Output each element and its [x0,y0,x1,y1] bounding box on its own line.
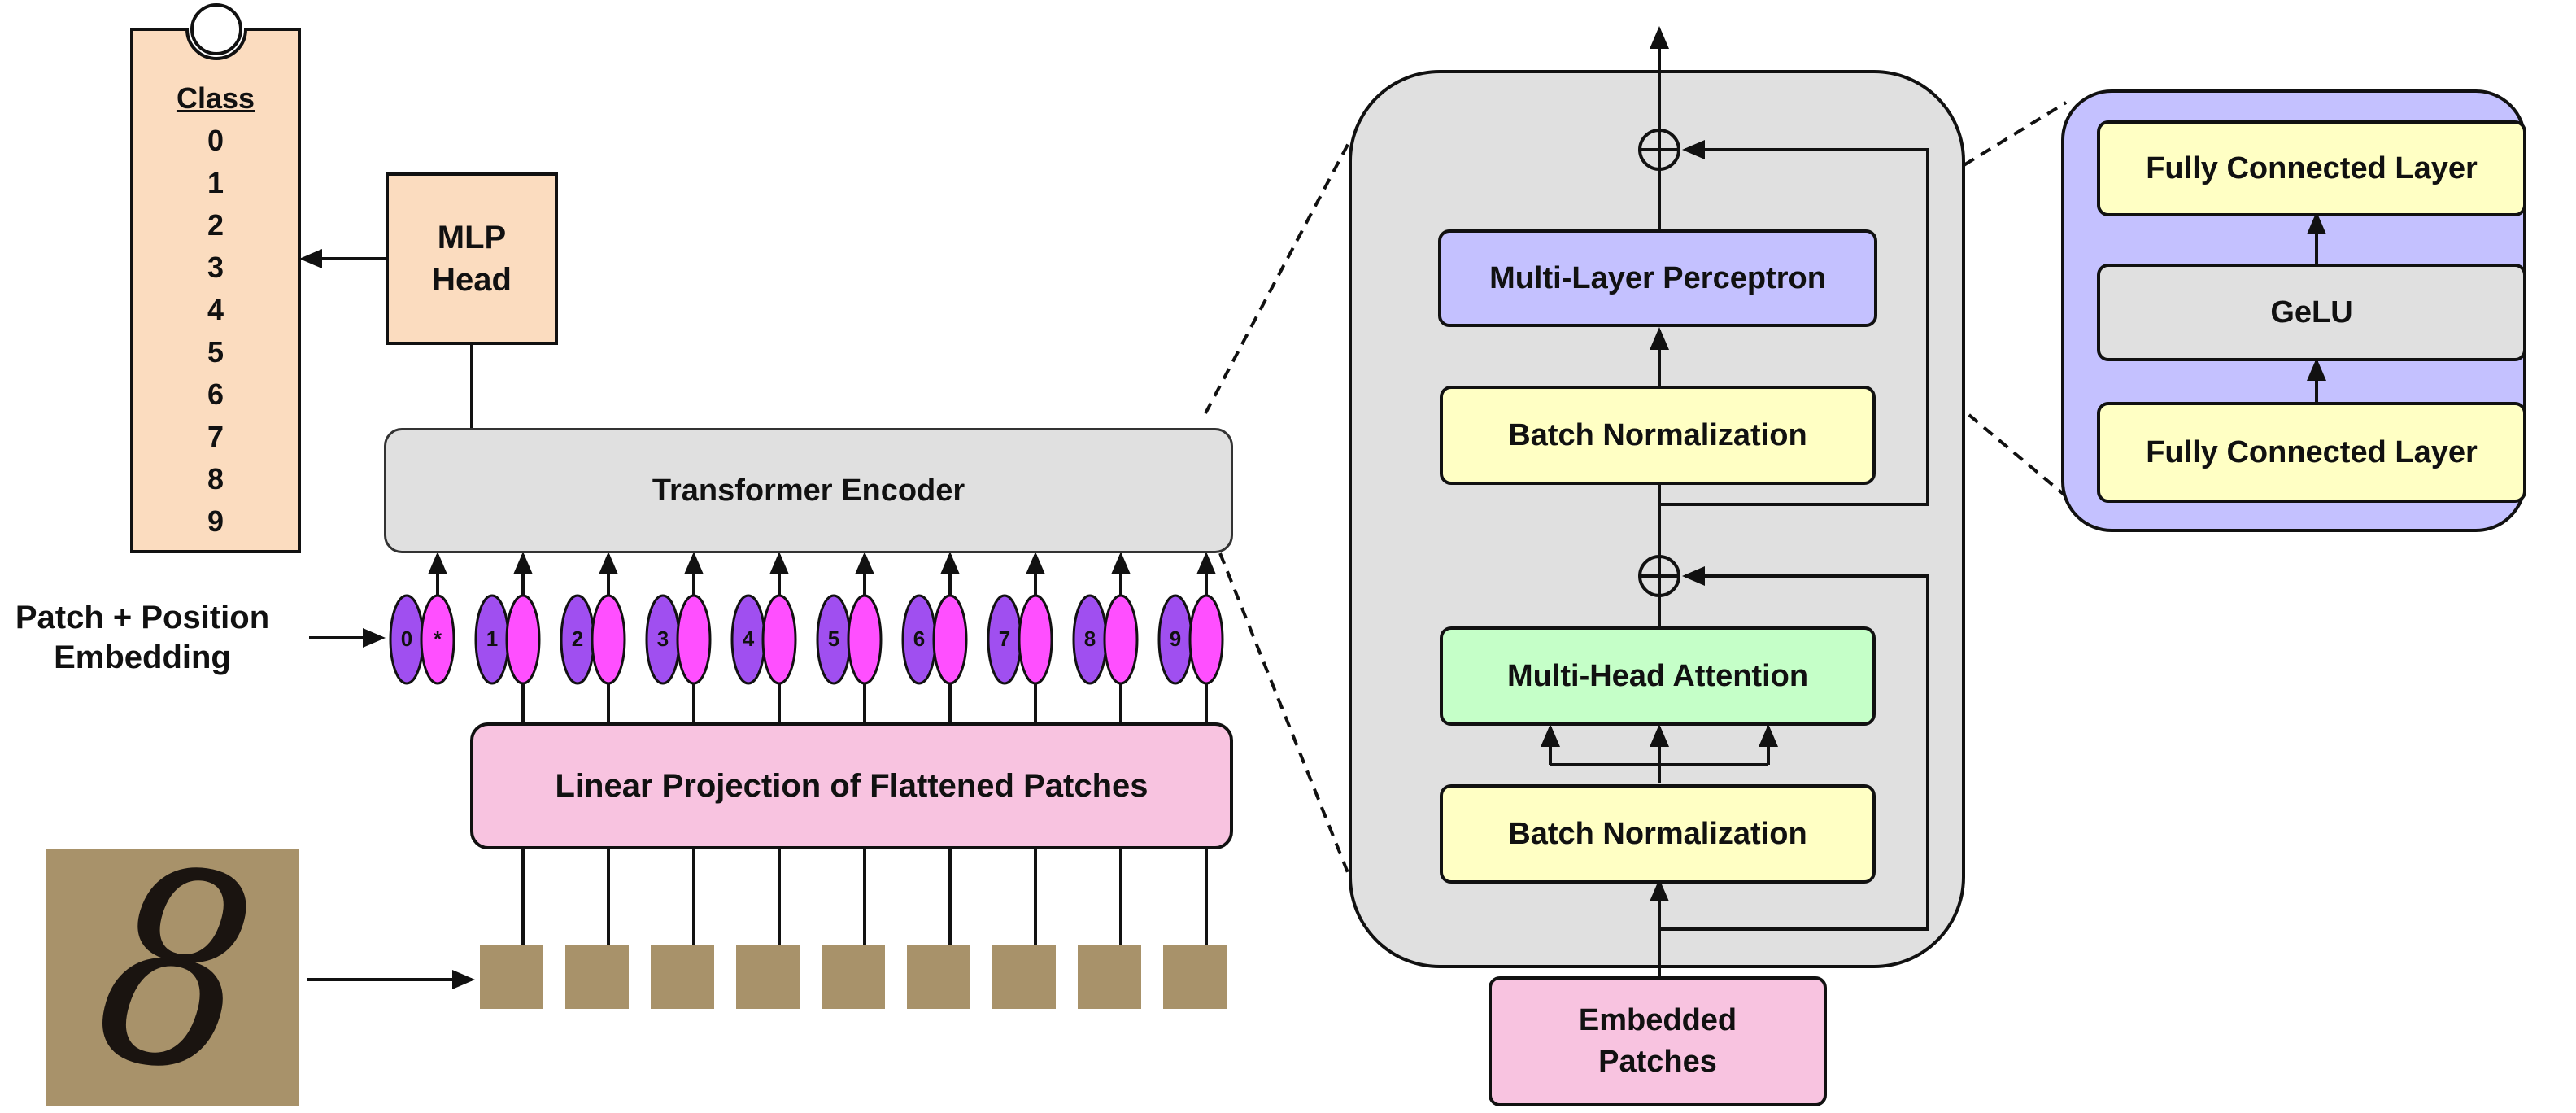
residual-add-bottom [1638,555,1680,597]
token-index: 7 [998,626,1011,652]
batch-norm-top-box: Batch Normalization [1440,386,1876,485]
image-patch [736,945,800,1009]
class-box-hole [190,3,242,55]
class-title: Class [176,81,255,115]
token-pair [1072,552,1139,945]
class-box: Class 0 1 2 3 4 5 6 7 8 9 [132,81,299,545]
token-pair [901,552,968,945]
image-patch [480,945,543,1009]
image-patch [992,945,1056,1009]
token-pair [987,552,1053,945]
class-value: 0 [207,124,224,157]
token-index: 1 [486,626,499,652]
token-pair [645,552,712,945]
class-value: 7 [207,420,224,453]
fc-top-box: Fully Connected Layer [2097,120,2526,216]
token-index: 6 [913,626,926,652]
mlp-head-label: MLP Head [432,220,512,298]
input-image: 8 [46,849,299,1106]
class-value: 6 [207,378,224,411]
image-patch [822,945,885,1009]
token-pair [816,552,883,945]
token-index: 5 [827,626,840,652]
embedded-patches-label: Embedded Patches [1578,1002,1737,1079]
class-value: 5 [207,335,224,369]
token-pair [560,552,626,945]
patch-embedding [932,594,968,685]
token-index: 4 [742,626,755,652]
attention-label: Multi-Head Attention [1506,658,1809,693]
linear-projection-box: Linear Projection of Flattened Patches [470,722,1233,849]
batch-norm-top-label: Batch Normalization [1508,417,1807,452]
fc-bottom-label: Fully Connected Layer [2146,434,2478,469]
image-patch [1078,945,1141,1009]
patch-position-label: Patch + Position Embedding [15,600,270,675]
attention-box: Multi-Head Attention [1440,626,1876,726]
patch-embedding [676,594,712,685]
zoom-line-lower [1218,552,1352,879]
residual-add-top [1638,129,1680,171]
image-patch [651,945,714,1009]
class-value: 2 [207,208,224,242]
token-layer [389,552,1224,945]
token-index: 3 [656,626,669,652]
input-digit: 8 [81,849,270,1106]
patch-embedding [1188,594,1224,685]
mlp-box: Multi-Layer Perceptron [1438,229,1877,327]
token-pair [730,552,797,945]
embedded-patches-box: Embedded Patches [1489,976,1827,1106]
token-index: 0 [400,626,413,652]
batch-norm-bottom-label: Batch Normalization [1508,816,1807,851]
class-value: 3 [207,251,224,284]
class-value: 4 [207,293,224,326]
patch-embedding [847,594,883,685]
token-pair [474,552,541,945]
class-token-mark: * [433,626,442,652]
token-index: 8 [1083,626,1096,652]
patch-embedding [505,594,541,685]
token-pair [389,552,455,685]
token-pair [1157,552,1224,945]
patch-embedding [1103,594,1139,685]
image-patch [907,945,970,1009]
image-patch [1163,945,1227,1009]
encoder-flow [1541,26,1929,976]
zoom-line-upper [1204,139,1352,414]
token-index: 2 [571,626,584,652]
fc-bottom-box: Fully Connected Layer [2097,402,2526,503]
fc-top-label: Fully Connected Layer [2146,151,2478,186]
gelu-box: GeLU [2097,264,2526,361]
class-value: 8 [207,462,224,495]
mlp-head-box: MLP Head [386,172,558,345]
image-patch [565,945,629,1009]
class-value: 1 [207,166,224,199]
patch-embedding [1018,594,1053,685]
transformer-encoder-label: Transformer Encoder [652,473,965,508]
patch-embedding [761,594,797,685]
transformer-encoder-box: Transformer Encoder [384,428,1233,553]
batch-norm-bottom-box: Batch Normalization [1440,784,1876,884]
gelu-label: GeLU [2270,295,2353,330]
class-box-shape [130,28,301,553]
linear-projection-label: Linear Projection of Flattened Patches [555,767,1149,804]
mlp-label: Multi-Layer Perceptron [1489,260,1826,295]
patch-embedding [591,594,626,685]
token-index: 9 [1169,626,1182,652]
class-value: 9 [207,504,224,538]
